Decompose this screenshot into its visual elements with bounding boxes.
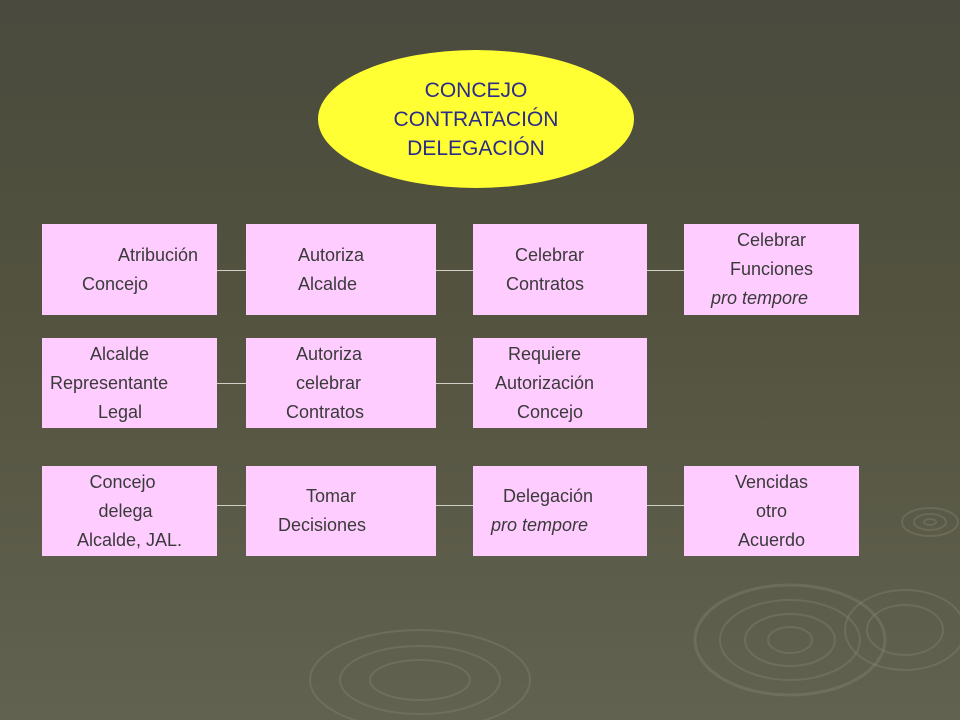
box-line: Legal (98, 401, 143, 422)
box-atribucion-concejo: Atribución Concejo (42, 224, 217, 315)
box-line: celebrar (296, 372, 362, 393)
box-line: Celebrar (515, 244, 585, 265)
title-line-1: CONCEJO (424, 78, 528, 102)
box-line: Decisiones (278, 515, 367, 535)
box-line: Contratos (506, 273, 585, 294)
connector (436, 383, 473, 384)
title-ellipse: CONCEJO CONTRATACIÓN DELEGACIÓN (318, 50, 634, 188)
box-line: Vencidas (734, 471, 809, 492)
box-line: Alcalde, JAL. (76, 529, 183, 550)
box-concejo-delega: Concejo delega Alcalde, JAL. (42, 466, 217, 556)
box-alcalde-representante-legal: Alcalde Representante Legal (42, 338, 217, 428)
box-tomar-decisiones: Tomar Decisiones (246, 466, 436, 556)
box-line: delega (98, 500, 153, 521)
box-line: Representante (50, 372, 169, 393)
box-line: Tomar (306, 486, 357, 506)
box-line: Alcalde (298, 273, 358, 294)
box-line: Contratos (286, 401, 365, 422)
box-celebrar-contratos: Celebrar Contratos (473, 224, 647, 315)
box-autoriza-alcalde: Autoriza Alcalde (246, 224, 436, 315)
box-line: Funciones (729, 259, 814, 279)
title-line-3: DELEGACIÓN (407, 136, 545, 160)
connector (647, 270, 684, 271)
connector (217, 270, 246, 271)
box-line: pro tempore (710, 288, 809, 308)
box-celebrar-funciones: Celebrar Funciones pro tempore (684, 224, 859, 315)
box-line: Concejo (82, 273, 149, 294)
connector (217, 505, 246, 506)
box-line: Autorización (495, 372, 595, 393)
box-line: Concejo (89, 471, 156, 492)
box-line: Autoriza (298, 244, 365, 265)
box-line: Concejo (517, 401, 584, 422)
box-line: otro (755, 500, 788, 521)
connector (436, 270, 473, 271)
box-line: pro tempore (491, 515, 589, 535)
box-line: Requiere (508, 343, 582, 364)
box-autoriza-celebrar-contratos: Autoriza celebrar Contratos (246, 338, 436, 428)
box-line: Delegación (503, 486, 594, 506)
connector (217, 383, 246, 384)
box-line: Celebrar (736, 230, 807, 250)
box-vencidas-otro-acuerdo: Vencidas otro Acuerdo (684, 466, 859, 556)
box-line: Alcalde (90, 343, 150, 364)
box-delegacion-pro-tempore: Delegación pro tempore (473, 466, 647, 556)
box-line: Acuerdo (737, 529, 806, 550)
connector (647, 505, 684, 506)
box-line: Atribución (118, 244, 199, 265)
connector (436, 505, 473, 506)
box-requiere-autorizacion-concejo: Requiere Autorización Concejo (473, 338, 647, 428)
box-line: Autoriza (296, 343, 363, 364)
title-line-2: CONTRATACIÓN (393, 107, 559, 131)
